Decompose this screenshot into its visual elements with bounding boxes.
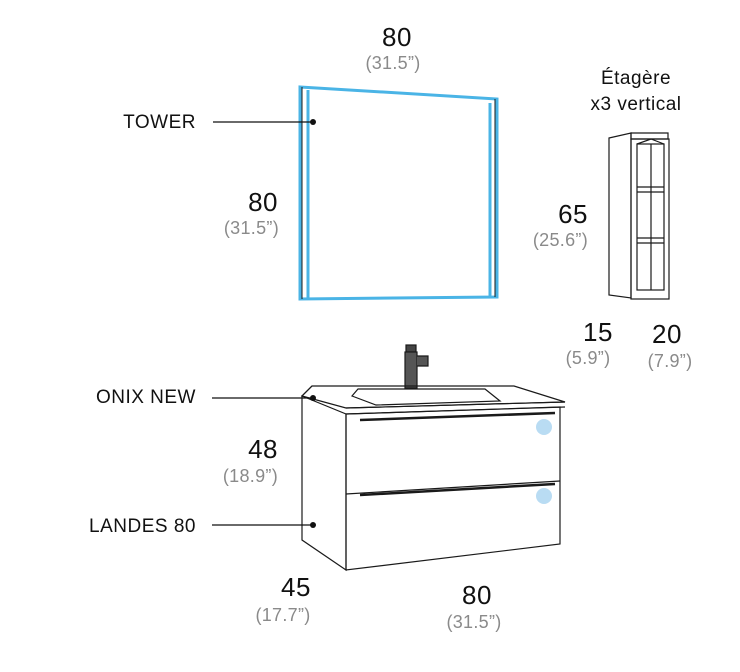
label-tower: TOWER xyxy=(123,112,196,133)
faucet xyxy=(404,344,429,389)
vanity-depth-cm: 45 xyxy=(281,572,311,602)
drawer-2-handle xyxy=(359,482,556,497)
shelf-depth-cm: 15 xyxy=(583,317,613,347)
label-landes-80: LANDES 80 xyxy=(89,516,196,537)
faucet-handle xyxy=(405,344,417,353)
drawer-1-bottom xyxy=(345,480,561,495)
shelf-depth-inches: (5.9”) xyxy=(565,348,611,368)
shelf-title-line2: x3 vertical xyxy=(590,94,682,115)
vanity-unit xyxy=(300,385,566,572)
mirror-height-inches: (31.5”) xyxy=(223,218,279,238)
cabinet-front xyxy=(345,406,561,571)
drawer-2-knob xyxy=(536,488,552,504)
drawer-1-handle xyxy=(359,411,556,422)
mirror-tower xyxy=(298,85,499,301)
shelf-width-inches: (7.9”) xyxy=(647,351,693,371)
shelf-title-line1: Étagère xyxy=(600,68,672,89)
shelf-etagere xyxy=(608,132,670,300)
shelf-side-panel xyxy=(608,132,632,299)
vanity-height-cm: 48 xyxy=(248,434,278,464)
cabinet-back-top xyxy=(301,385,313,397)
shelf-inner-back-left xyxy=(636,138,665,145)
faucet-spout xyxy=(417,355,429,367)
drawer-1-knob xyxy=(536,419,552,435)
mirror-led-frame xyxy=(298,85,499,301)
landes-leader-dot xyxy=(310,522,316,528)
label-onix-new: ONIX NEW xyxy=(95,387,196,408)
faucet-body xyxy=(404,351,418,389)
shelf-height-cm: 65 xyxy=(558,199,588,229)
shelf-top xyxy=(630,132,669,140)
mirror-height-cm: 80 xyxy=(248,187,278,217)
onix-leader-dot xyxy=(310,395,316,401)
mirror-width-inches: (31.5”) xyxy=(365,53,421,73)
cabinet-side-panel xyxy=(301,395,347,572)
shelf-height-inches: (25.6”) xyxy=(532,230,588,250)
basin-front-edge xyxy=(345,401,566,409)
vanity-width-cm: 80 xyxy=(462,580,492,610)
vanity-height-inches: (18.9”) xyxy=(222,466,278,486)
shelf-width-cm: 20 xyxy=(652,319,682,349)
tower-leader-dot xyxy=(310,119,316,125)
basin-bowl xyxy=(350,388,502,406)
mirror-width-cm: 80 xyxy=(382,22,412,52)
vanity-depth-inches: (17.7”) xyxy=(255,605,311,625)
vanity-width-inches: (31.5”) xyxy=(446,612,502,632)
